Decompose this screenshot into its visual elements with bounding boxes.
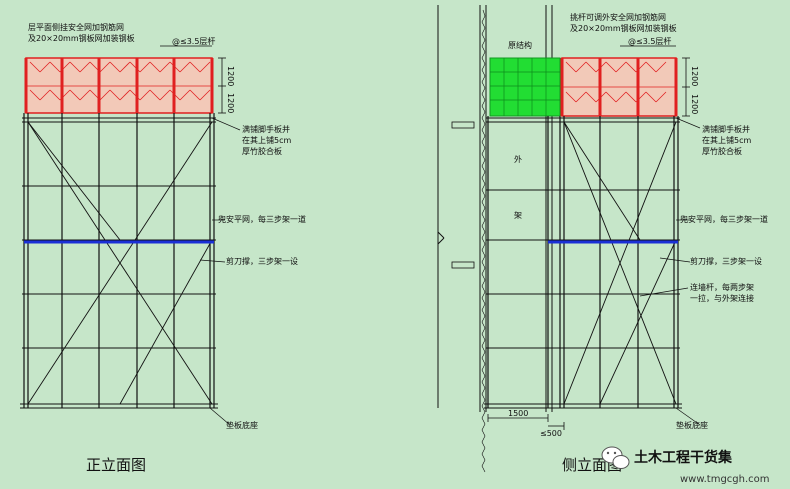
side-existing-label: 原结构 bbox=[508, 40, 532, 50]
front-ledgers bbox=[20, 117, 218, 409]
side-net-note: 兜安平网，每三步架一道 bbox=[680, 214, 768, 224]
front-plank-note-3: 厚竹胶合板 bbox=[242, 146, 282, 156]
side-connector-note-2: 一拉，与外架连接 bbox=[690, 293, 754, 303]
front-cross-bracing bbox=[27, 121, 213, 405]
side-red-net bbox=[560, 57, 678, 117]
watermark: 土木工程干货集 www.tmgcgh.com bbox=[601, 446, 770, 485]
side-outer-label-1: 外 bbox=[514, 154, 522, 164]
front-elevation bbox=[20, 45, 241, 426]
front-spacing-note: @≤3.5层杆 bbox=[172, 36, 215, 46]
front-elevation-title: 正立面图 bbox=[86, 456, 146, 474]
side-note-top-1: 挑杆可调外安全网加钢筋网 bbox=[570, 12, 666, 22]
watermark-text: 土木工程干货集 bbox=[634, 449, 733, 466]
side-connector-note-1: 连墙杆，每两步架 bbox=[690, 282, 754, 292]
side-note-top-2: 及20×20mm钢板网加装钢板 bbox=[570, 23, 677, 33]
front-leaders bbox=[160, 45, 241, 426]
side-plank-note-2: 在其上铺5cm bbox=[702, 135, 751, 145]
side-leaders bbox=[620, 45, 701, 426]
front-note-top-2: 及20×20mm钢板网加装钢板 bbox=[28, 33, 135, 43]
side-dimension-marks bbox=[487, 57, 690, 430]
side-dim-bottom-1: 1500 bbox=[508, 409, 528, 418]
front-net-note: 兜安平网，每三步架一道 bbox=[218, 214, 306, 224]
side-dim-bottom-2: ≤500 bbox=[540, 429, 562, 438]
side-dim-2: 1200 bbox=[690, 94, 699, 114]
side-base-note: 垫板底座 bbox=[676, 420, 708, 430]
front-plank-note-2: 在其上铺5cm bbox=[242, 135, 291, 145]
side-dim-1: 1200 bbox=[690, 66, 699, 86]
watermark-url: www.tmgcgh.com bbox=[680, 474, 770, 485]
front-note-top-1: 层平面侧挂安全网加钢筋网 bbox=[28, 22, 124, 32]
front-base-note: 垫板底座 bbox=[226, 420, 258, 430]
front-dim-2: 1200 bbox=[226, 93, 235, 113]
front-top-red-net bbox=[24, 57, 214, 114]
side-elevation bbox=[437, 5, 701, 473]
side-ledgers bbox=[484, 117, 682, 409]
side-plank-note-1: 满铺脚手板并 bbox=[702, 124, 750, 134]
front-plank-note-1: 满铺脚手板并 bbox=[242, 124, 290, 134]
side-cross-bracing bbox=[563, 121, 677, 405]
side-brace-note: 剪刀撑，三步架一设 bbox=[690, 256, 762, 266]
front-brace-note: 剪刀撑，三步架一设 bbox=[226, 256, 298, 266]
side-inner-standards bbox=[487, 116, 679, 408]
side-outer-label-2: 架 bbox=[514, 211, 522, 220]
front-dim-1: 1200 bbox=[226, 66, 235, 86]
wechat-icon bbox=[601, 446, 630, 469]
side-spacing-note: @≤3.5层杆 bbox=[628, 36, 671, 46]
side-plank-note-3: 厚竹胶合板 bbox=[702, 146, 742, 156]
front-dimension-marks bbox=[218, 57, 226, 114]
front-elevation-labels: 层平面侧挂安全网加钢筋网 及20×20mm钢板网加装钢板 @≤3.5层杆 120… bbox=[28, 22, 306, 474]
side-green-net bbox=[489, 57, 561, 117]
side-elevation-labels: 挑杆可调外安全网加钢筋网 及20×20mm钢板网加装钢板 @≤3.5层杆 120… bbox=[508, 12, 768, 474]
